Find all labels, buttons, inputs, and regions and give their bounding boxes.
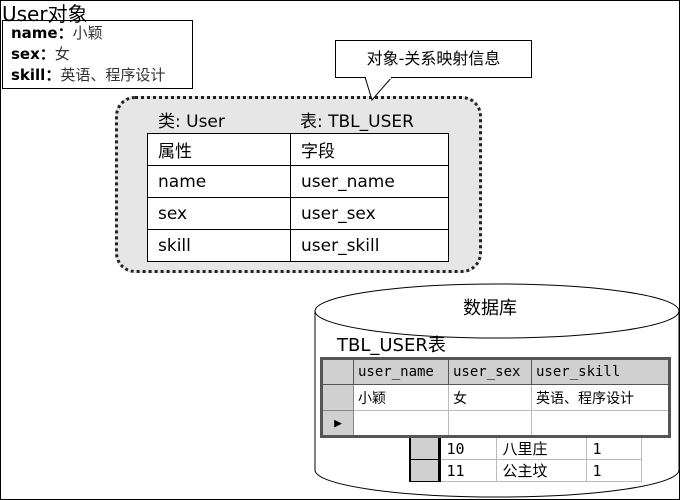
object-box: name：小颖 sex：女 skill：英语、程序设计 (2, 20, 193, 89)
class-label: 类: User (158, 112, 225, 132)
db-table-title: TBL_USER表 (337, 335, 446, 356)
cell[interactable] (353, 410, 449, 437)
cell: user_name (290, 165, 449, 198)
table-row: 小颖女英语、程序设计 (321, 384, 670, 411)
cell: 字段 (290, 133, 449, 166)
new-row: ▶ (321, 410, 670, 437)
cell: name (147, 165, 291, 198)
row-pointer-icon: ▶ (321, 410, 354, 437)
field-name: name：小颖 (11, 24, 103, 42)
object-title: User对象 (2, 2, 88, 26)
cell[interactable] (531, 410, 670, 437)
cell[interactable]: 小颖 (353, 384, 449, 411)
table-row: 属性字段 (147, 133, 449, 166)
field-skill: skill：英语、程序设计 (11, 66, 166, 84)
cell[interactable]: 女 (448, 384, 532, 411)
column-header[interactable]: user_sex (448, 358, 532, 385)
cell[interactable] (448, 410, 532, 437)
callout: 对象-关系映射信息 (335, 40, 532, 78)
cell: 属性 (147, 133, 291, 166)
cell: skill (147, 229, 291, 262)
cell: user_skill (290, 229, 449, 262)
field-sex: sex：女 (11, 45, 70, 63)
table-label: 表: TBL_USER (300, 112, 414, 132)
column-header[interactable]: user_skill (531, 358, 670, 385)
cell[interactable]: 英语、程序设计 (531, 384, 670, 411)
cell: user_sex (290, 197, 449, 230)
column-header[interactable]: user_name (353, 358, 449, 385)
database-title: 数据库 (463, 298, 517, 319)
